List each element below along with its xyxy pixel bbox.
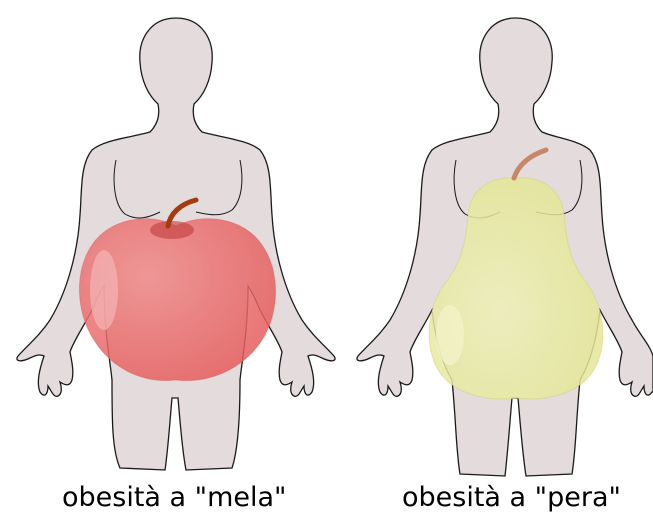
apple-figure [17, 18, 335, 470]
apple-highlight [90, 250, 118, 330]
pear-figure [357, 18, 653, 476]
apple-obesity-caption: obesità a "mela" [62, 484, 286, 511]
apple-stem-hollow [150, 221, 194, 239]
pear-obesity-caption: obesità a "pera" [402, 484, 621, 511]
pear-highlight [436, 305, 464, 365]
